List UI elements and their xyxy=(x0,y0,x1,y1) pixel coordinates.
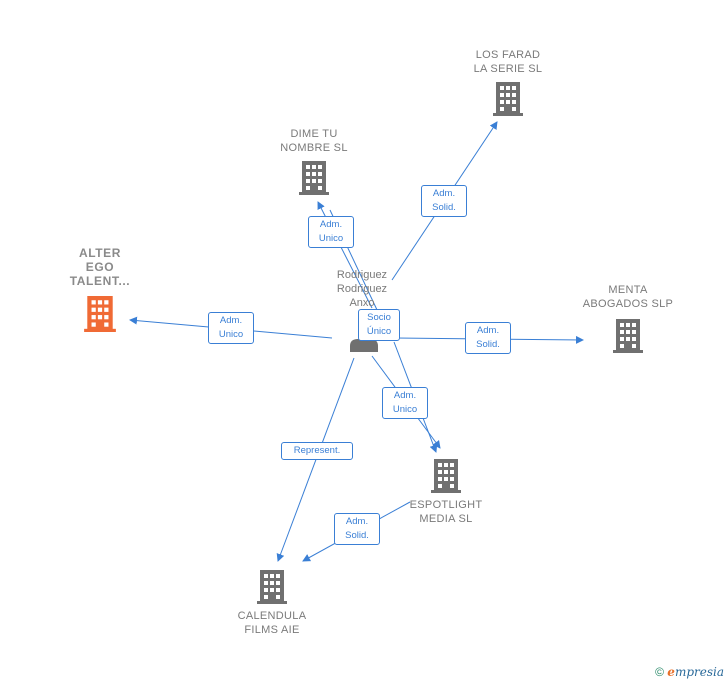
node-label: ALTER EGO TALENT... xyxy=(69,246,131,288)
edge-label-socio-unico: Socio Único xyxy=(358,309,400,341)
node-label: CALENDULA FILMS AIE xyxy=(237,610,307,636)
building-icon xyxy=(493,82,523,116)
copyright-symbol: © xyxy=(655,665,664,679)
node-label: ESPOTLIGHT MEDIA SL xyxy=(409,499,483,525)
edge-label-represent: Represent. xyxy=(281,442,353,460)
building-icon xyxy=(257,570,287,604)
node-alter-ego[interactable]: ALTER EGO TALENT... xyxy=(55,246,145,332)
node-dime-tu-nombre[interactable]: DIME TU NOMBRE SL xyxy=(264,127,364,195)
node-espotlight-media[interactable]: ESPOTLIGHT MEDIA SL xyxy=(396,459,496,526)
person-name[interactable]: Rodriguez Rodriguez Anxo xyxy=(336,269,388,309)
edge-label-adm-solid: Adm. Solid. xyxy=(421,185,467,217)
edge-label-adm-unico: Adm. Unico xyxy=(308,216,354,248)
node-label: DIME TU NOMBRE SL xyxy=(280,128,348,154)
node-label: MENTA ABOGADOS SLP xyxy=(582,284,674,310)
node-label: LOS FARAD LA SERIE SL xyxy=(473,49,543,75)
edge-label-adm-unico: Adm. Unico xyxy=(208,312,254,344)
brand-logo: empresia xyxy=(667,665,724,679)
edge-label-adm-unico: Adm. Unico xyxy=(382,387,428,419)
node-menta-abogados[interactable]: MENTA ABOGADOS SLP xyxy=(576,283,680,353)
building-icon xyxy=(613,319,643,353)
copyright-brand: © empresia xyxy=(655,665,724,679)
building-icon xyxy=(299,161,329,195)
building-icon xyxy=(431,459,461,493)
person-icon[interactable] xyxy=(350,338,378,352)
building-icon xyxy=(84,296,116,332)
edge-label-adm-solid: Adm. Solid. xyxy=(334,513,380,545)
node-calendula-films[interactable]: CALENDULA FILMS AIE xyxy=(222,570,322,637)
node-los-farad[interactable]: LOS FARAD LA SERIE SL xyxy=(458,48,558,116)
edge-label-adm-solid: Adm. Solid. xyxy=(465,322,511,354)
